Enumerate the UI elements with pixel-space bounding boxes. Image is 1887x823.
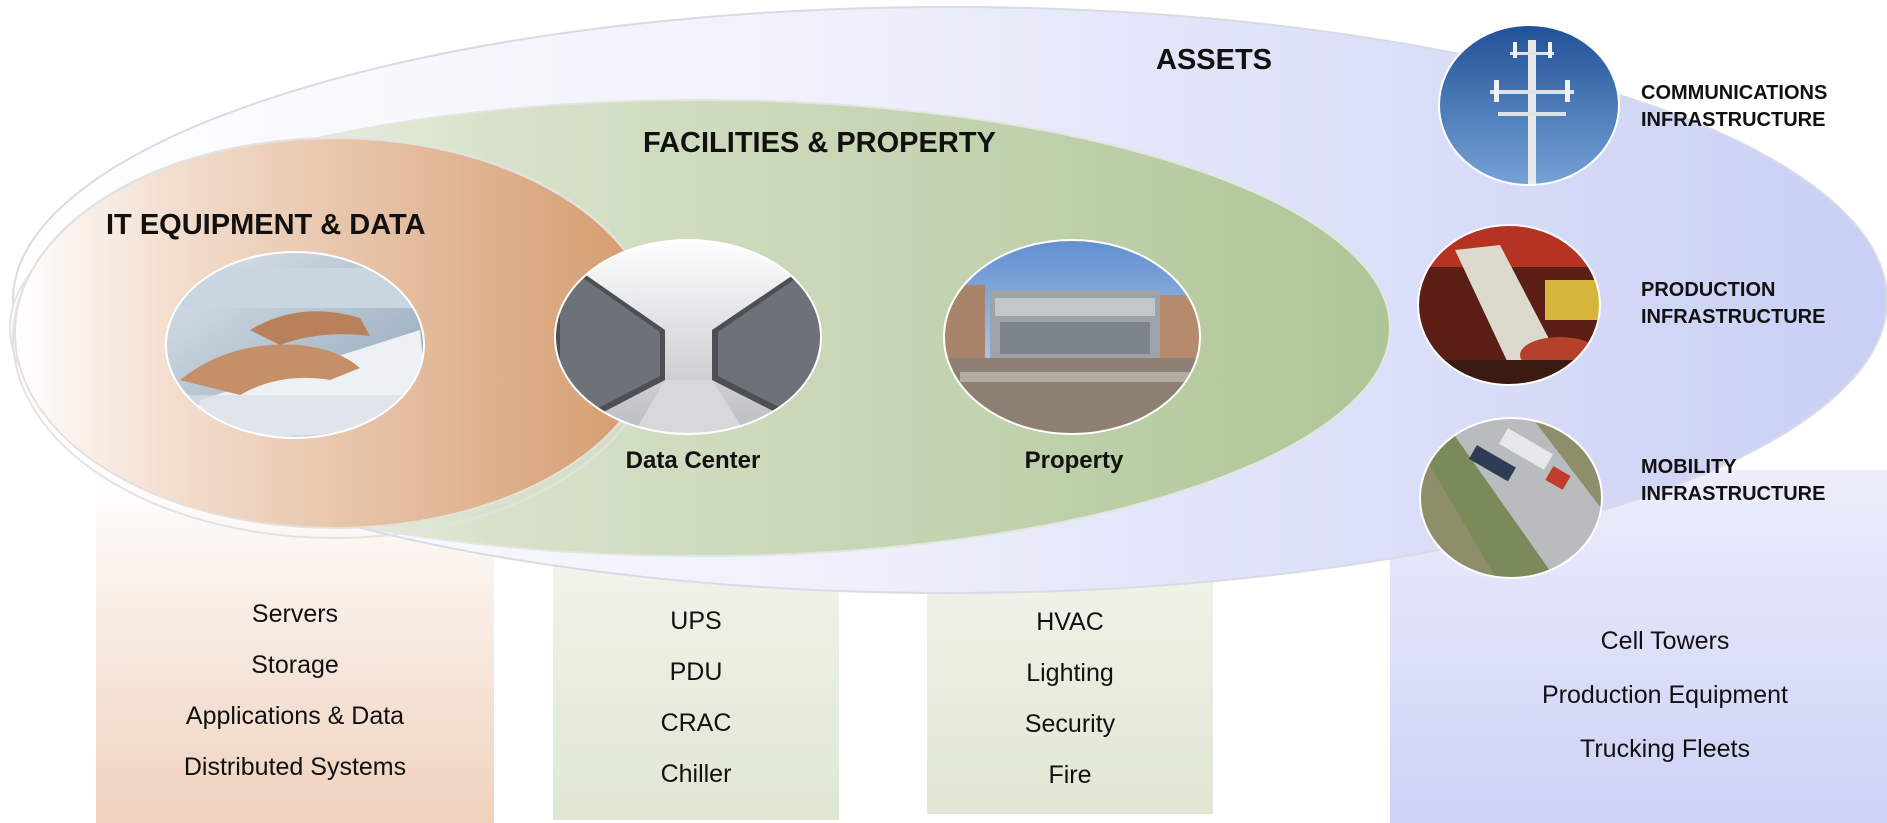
list-item: UPS <box>670 607 722 635</box>
data-center-photo-frame <box>554 239 822 435</box>
trucks-on-highway-photo <box>1420 418 1602 578</box>
list-item: HVAC <box>1036 608 1104 636</box>
list-item: Security <box>1024 710 1116 738</box>
list-item: Servers <box>251 600 339 628</box>
infra-line: COMMUNICATIONS <box>1641 82 1828 104</box>
list-item: Lighting <box>1026 659 1114 687</box>
assets-title: ASSETS <box>1156 44 1273 76</box>
facilities-title: FACILITIES & PROPERTY <box>643 127 996 159</box>
data-center-caption: Data Center <box>625 447 761 474</box>
infra-line: PRODUCTION <box>1641 279 1776 301</box>
assets-items-list: Cell Towers Production Equipment Truckin… <box>1390 627 1887 764</box>
list-item: Storage <box>251 651 339 679</box>
production-photo-frame <box>1417 224 1601 386</box>
server-aisle-photo <box>555 240 821 434</box>
list-item: CRAC <box>660 709 732 737</box>
list-item: Fire <box>1048 761 1092 789</box>
communications-infrastructure-label: COMMUNICATIONS INFRASTRUCTURE <box>1641 80 1827 134</box>
list-item: Chiller <box>660 760 732 788</box>
infra-line: INFRASTRUCTURE <box>1641 306 1826 328</box>
property-photo-frame <box>943 239 1201 435</box>
it-items-list: Servers Storage Applications & Data Dist… <box>96 600 494 782</box>
data-center-items-list: UPS PDU CRAC Chiller <box>553 607 839 789</box>
typing-on-keyboard-photo <box>166 252 424 438</box>
cooling-tower-building-photo <box>944 240 1200 434</box>
production-infrastructure-label: PRODUCTION INFRASTRUCTURE <box>1641 277 1825 331</box>
it-title: IT EQUIPMENT & DATA <box>106 209 426 241</box>
list-item: Applications & Data <box>185 702 405 730</box>
communications-photo-frame <box>1438 24 1620 186</box>
cell-tower-photo <box>1439 25 1619 185</box>
property-items-list: HVAC Lighting Security Fire <box>927 608 1213 790</box>
infra-line: INFRASTRUCTURE <box>1641 109 1826 131</box>
list-item: Distributed Systems <box>183 753 407 781</box>
infra-line: INFRASTRUCTURE <box>1641 483 1826 505</box>
property-caption: Property <box>1024 447 1124 474</box>
list-item: Cell Towers <box>1600 627 1730 655</box>
mobility-photo-frame <box>1419 417 1603 579</box>
list-item: PDU <box>669 658 723 686</box>
list-item: Production Equipment <box>1542 681 1788 709</box>
infra-line: MOBILITY <box>1641 456 1737 478</box>
it-photo-frame <box>165 251 425 439</box>
mobility-infrastructure-label: MOBILITY INFRASTRUCTURE <box>1641 454 1825 508</box>
list-item: Trucking Fleets <box>1580 735 1750 763</box>
